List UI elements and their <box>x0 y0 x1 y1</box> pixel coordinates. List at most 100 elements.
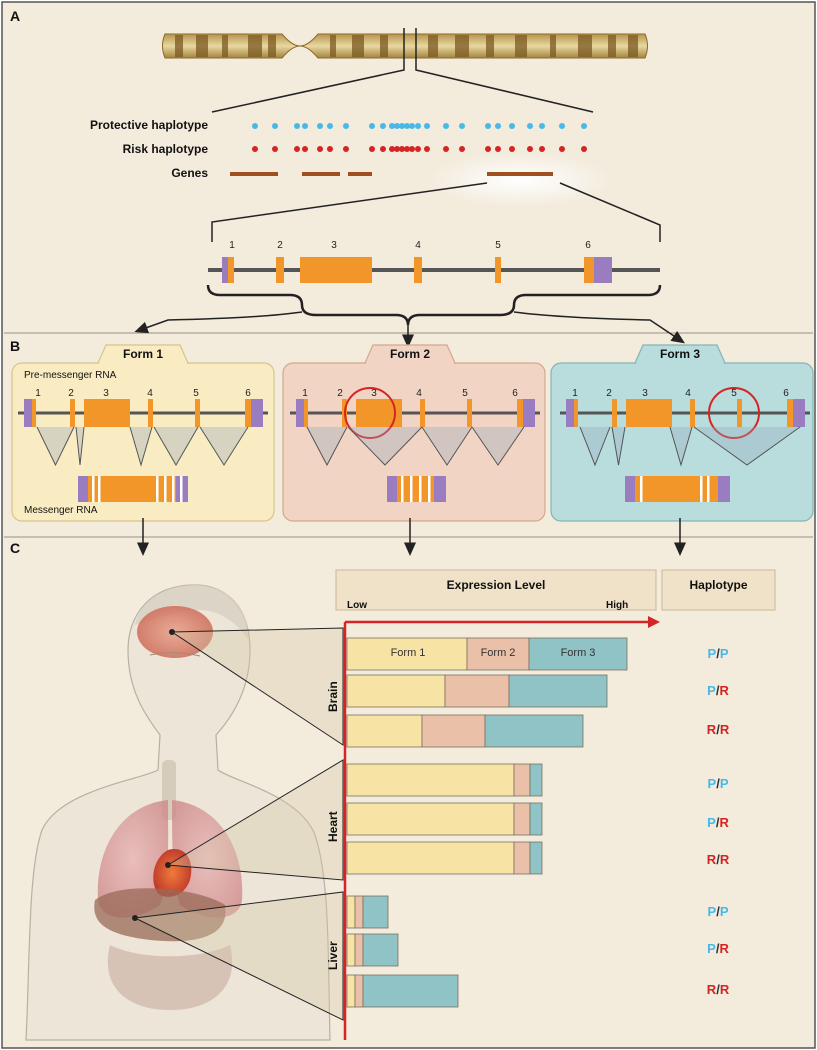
protective-snp <box>424 123 430 129</box>
intestines <box>107 945 233 1010</box>
form1-segment <box>346 974 356 1008</box>
protective-snp <box>404 123 410 129</box>
protective-snp <box>415 123 421 129</box>
pre-mrna-exon <box>32 399 36 427</box>
exon-junction <box>180 476 183 502</box>
form2-exon-4: 4 <box>416 388 422 399</box>
snp-dots <box>252 123 587 152</box>
chromosome-band <box>380 35 388 57</box>
mrna-label: Messenger RNA <box>24 505 98 516</box>
form2-segment <box>513 841 531 875</box>
form1-exon-2: 2 <box>68 388 74 399</box>
chromosome-band <box>608 35 616 57</box>
allele-1: P <box>707 646 717 661</box>
risk-snp <box>394 146 400 152</box>
protective-snp <box>294 123 300 129</box>
expression-level-header: Expression Level <box>446 578 546 592</box>
chromosome-band <box>486 35 494 57</box>
allele-1: P <box>707 815 716 830</box>
form2-segment <box>513 763 531 797</box>
form3-title: Form 3 <box>659 347 700 361</box>
pre-mrna-exon <box>148 399 153 427</box>
gene-structure <box>208 257 660 283</box>
splice-wedge <box>693 426 801 466</box>
exon-junction <box>92 476 95 502</box>
mrna-utr-left <box>78 476 88 502</box>
gene-highlight <box>425 152 615 208</box>
protective-snp <box>252 123 258 129</box>
chromosome-band <box>515 35 527 57</box>
exon-block <box>300 257 372 283</box>
splice-wedge <box>421 426 473 466</box>
form2-segment <box>354 933 364 967</box>
protective-snp <box>302 123 308 129</box>
allele-2: R <box>719 815 729 830</box>
risk-snp <box>443 146 449 152</box>
form2-exon-1: 1 <box>302 388 308 399</box>
protective-snp <box>509 123 515 129</box>
form1-segment <box>346 637 468 671</box>
form3-segment <box>362 974 459 1008</box>
haplotype-code: P/R <box>707 941 729 956</box>
form3-segment <box>529 763 543 797</box>
allele-1: P <box>707 776 717 791</box>
pre-mrna-exon <box>245 399 251 427</box>
form2-segment <box>513 802 531 836</box>
chromosome-band <box>628 35 638 57</box>
form2-exon-6: 6 <box>512 388 518 399</box>
expression-chart <box>346 637 628 1008</box>
risk-snp <box>399 146 405 152</box>
splice-wedge <box>347 426 423 466</box>
axis-low-label: Low <box>347 600 367 611</box>
form1-title: Form 1 <box>122 347 163 361</box>
alternative-exon-circle <box>708 387 760 439</box>
pre-mrna-label: Pre-messenger RNA <box>24 370 117 381</box>
form3-exon-5: 5 <box>731 388 737 399</box>
arrow-to-form3 <box>513 311 685 344</box>
human-figure <box>25 584 344 1041</box>
protective-snp <box>272 123 278 129</box>
protective-snp <box>409 123 415 129</box>
risk-snp <box>327 146 333 152</box>
splice-wedge <box>36 426 75 467</box>
chromosome-band <box>550 35 556 57</box>
pre-mrna-exon <box>420 399 425 427</box>
form3-segment <box>362 933 399 967</box>
chromosome <box>162 33 648 59</box>
risk-snp <box>294 146 300 152</box>
axis-high-label: High <box>606 600 629 611</box>
form3-exon-1: 1 <box>572 388 578 399</box>
chromosome-band <box>222 35 228 57</box>
risk-snp <box>369 146 375 152</box>
form-tab-join <box>366 362 454 365</box>
exon-junction <box>172 476 175 502</box>
pre-mrna-exon <box>566 399 574 427</box>
pre-mrna-exon <box>24 399 32 427</box>
alternative-exon-circle <box>344 387 396 439</box>
risk-snp <box>495 146 501 152</box>
gene-zoom-left <box>211 182 488 242</box>
exon-block <box>414 257 422 283</box>
exon-junction <box>700 476 703 502</box>
zoom-line-left <box>211 28 405 113</box>
brain-callout <box>170 627 344 746</box>
haplotype-header: Haplotype <box>689 578 748 592</box>
risk-snp <box>485 146 491 152</box>
splice-wedge <box>471 426 525 466</box>
risk-snp <box>509 146 515 152</box>
protective-snp <box>394 123 400 129</box>
protective-snp <box>389 123 395 129</box>
tissue-label-brain: Brain <box>326 681 340 712</box>
risk-snp <box>317 146 323 152</box>
pre-mrna-exon <box>195 399 200 427</box>
exon-junction <box>707 476 710 502</box>
form2-segment <box>354 974 364 1008</box>
allele-2: P <box>719 646 729 661</box>
expression-header-box <box>335 569 657 611</box>
exon-junction <box>401 476 404 502</box>
risk-snp <box>404 146 410 152</box>
form2-segment <box>444 674 510 708</box>
protective-snp <box>485 123 491 129</box>
risk-snp <box>559 146 565 152</box>
